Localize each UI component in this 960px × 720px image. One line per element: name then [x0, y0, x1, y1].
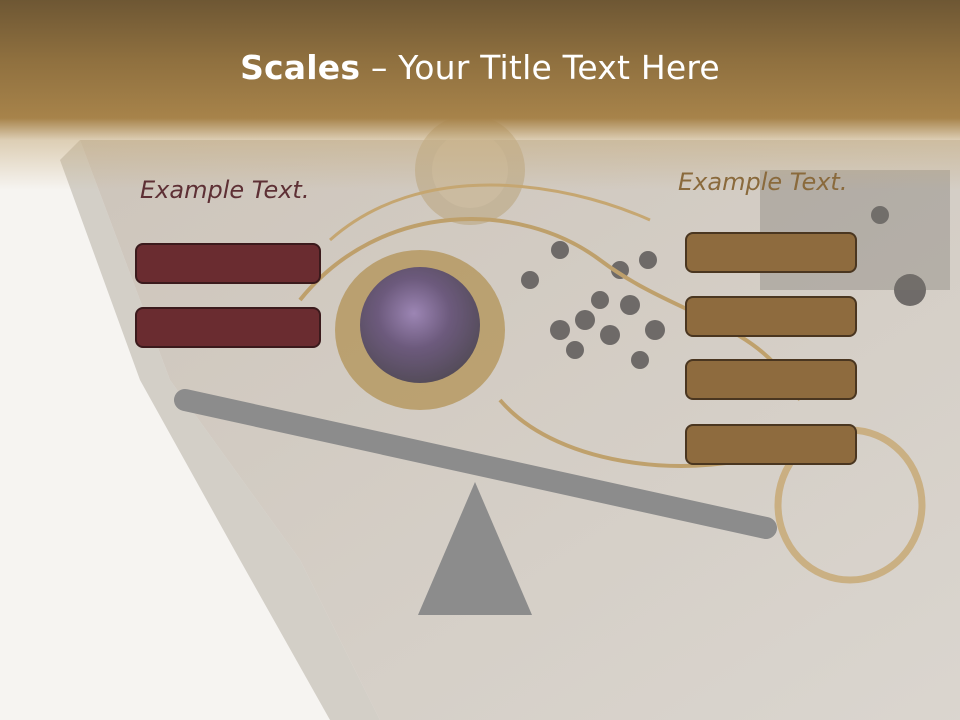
left-label: Example Text.: [140, 176, 310, 204]
left-box-1: [135, 243, 321, 284]
right-box-3: [685, 359, 857, 400]
title-bar: [0, 0, 960, 190]
right-box-2: [685, 296, 857, 337]
right-label: Example Text.: [678, 168, 848, 196]
scale-fulcrum: [418, 482, 532, 615]
right-box-4: [685, 424, 857, 465]
scale-beam: [174, 389, 777, 539]
title-bold-part: Scales: [240, 48, 361, 87]
slide-title: Scales – Your Title Text Here: [0, 48, 960, 87]
title-rest-part: – Your Title Text Here: [360, 48, 720, 87]
left-box-2: [135, 307, 321, 348]
right-box-1: [685, 232, 857, 273]
